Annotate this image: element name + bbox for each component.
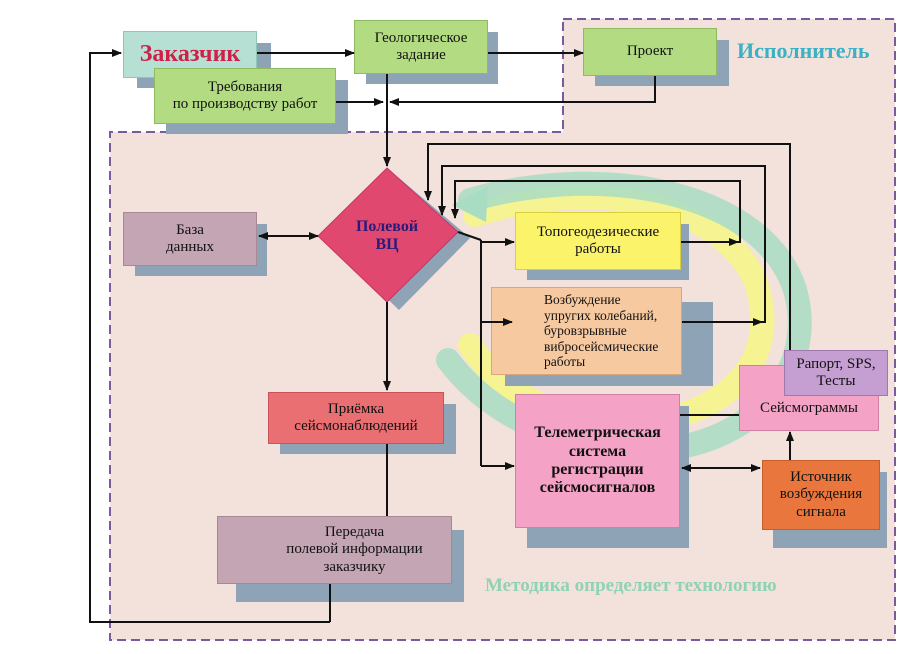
transfer-box: Передача полевой информации заказчику bbox=[217, 516, 452, 584]
excitation-box: Возбуждение упругих колебаний, буровзрыв… bbox=[491, 287, 682, 375]
database-box: База данных bbox=[123, 212, 257, 266]
line-center-to-bus bbox=[457, 231, 482, 241]
requirements-label: Требования по производству работ bbox=[172, 78, 318, 112]
customer-label: Заказчик bbox=[139, 40, 241, 67]
telemetry-box: Телеметрическая система регистрации сейс… bbox=[515, 394, 680, 528]
topo-box: Топогеодезические работы bbox=[515, 212, 681, 270]
loop-topo bbox=[451, 180, 741, 243]
requirements-box: Требования по производству работ bbox=[154, 68, 336, 124]
arrow-project-back bbox=[389, 76, 656, 106]
executor-label: Исполнитель bbox=[737, 38, 870, 63]
topo-label: Топогеодезические работы bbox=[536, 223, 660, 257]
report-box: Рапорт, SPS, Тесты bbox=[784, 350, 888, 396]
database-label: База данных bbox=[166, 221, 214, 255]
seismograms-label: Сейсмограммы bbox=[760, 400, 858, 417]
reception-label: Приёмка сейсмонаблюдений bbox=[294, 400, 418, 434]
project-box: Проект bbox=[583, 28, 717, 76]
source-box: Источник возбуждения сигнала bbox=[762, 460, 880, 530]
transfer-label: Передача полевой информации заказчику bbox=[286, 524, 423, 575]
report-label: Рапорт, SPS, Тесты bbox=[796, 355, 876, 389]
reception-box: Приёмка сейсмонаблюдений bbox=[268, 392, 444, 444]
geo-task-label: Геологическое задание bbox=[374, 29, 468, 63]
excitation-label: Возбуждение упругих колебаний, буровзрыв… bbox=[544, 292, 659, 370]
field-center-label: Полевой ВЦ bbox=[355, 217, 419, 253]
methodology-label: Методика определяет технологию bbox=[485, 575, 777, 596]
source-label: Источник возбуждения сигнала bbox=[779, 469, 863, 520]
cycle-arrowhead bbox=[452, 186, 488, 222]
geo-task-box: Геологическое задание bbox=[354, 20, 488, 74]
arrow-transfer-to-customer bbox=[89, 49, 217, 623]
loop-report bbox=[424, 143, 791, 350]
project-label: Проект bbox=[626, 43, 674, 60]
field-center-label-wrap: Полевой ВЦ bbox=[337, 212, 437, 260]
telemetry-label: Телеметрическая система регистрации сейс… bbox=[534, 424, 661, 497]
loop-excitation bbox=[438, 165, 766, 323]
